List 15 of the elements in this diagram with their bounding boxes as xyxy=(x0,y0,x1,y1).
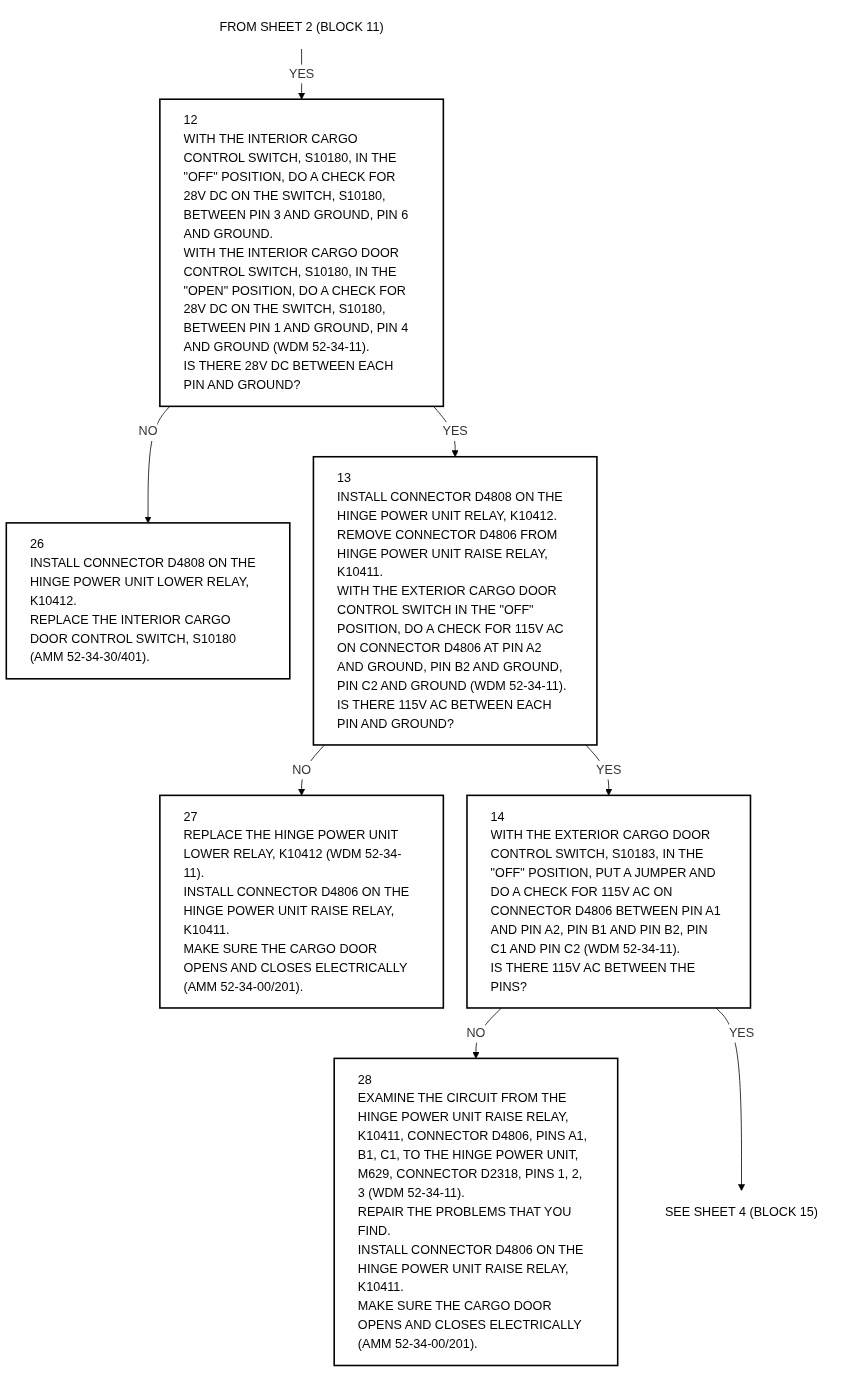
edge-label: YES xyxy=(596,763,622,777)
node-box: 27 REPLACE THE HINGE POWER UNIT LOWER RELAY, K10412 (WDM 52-34-11). INSTALL CONNECTOR D4806 ON THE HINGE POWER UNIT RAISE RELAY, K10411. MAKE SURE THE CARGO DOOR OPENS AND CLOSES ELECTRICALLY (AMM 52-34-00/201). xyxy=(159,794,445,1009)
node-box: 13 INSTALL CONNECTOR D4808 ON THE HINGE POWER UNIT RELAY, K10412. REMOVE CONNECTOR D4806 FROM HINGE POWER UNIT RAISE RELAY, K10411. WITH THE EXTERIOR CARGO DOOR CONTROL SWITCH IN THE "OFF" POSITION, DO A CHECK FOR 115V AC ON CONNECTOR D4806 AT PIN A2 AND GROUND, PIN B2 AND GROUND, PIN C2 AND GROUND (WDM 52-34-11). IS THERE 115V AC BETWEEN EACH PIN AND GROUND? xyxy=(312,455,598,746)
node-text: SEE SHEET 4 (BLOCK 15) xyxy=(664,1204,819,1219)
edge-label: NO xyxy=(138,424,158,438)
node-box: 12 WITH THE INTERIOR CARGO CONTROL SWITCH, S10180, IN THE "OFF" POSITION, DO A CHECK FOR 28V DC ON THE SWITCH, S10180, BETWEEN PIN 3 AND GROUND, PIN 6 AND GROUND. WITH THE INTERIOR CARGO DOOR CONTROL SWITCH, S10180, IN THE "OPEN" POSITION, DO A CHECK FOR 28V DC ON THE SWITCH, S10180, BETWEEN PIN 1 AND GROUND, PIN 4 AND GROUND (WDM 52-34-11). IS THERE 28V DC BETWEEN EACH PIN AND GROUND? xyxy=(159,98,445,408)
edge-label: NO xyxy=(292,763,312,777)
node-text: FROM SHEET 2 (BLOCK 11) xyxy=(219,20,384,34)
node-box: 26 INSTALL CONNECTOR D4808 ON THE HINGE POWER UNIT LOWER RELAY, K10412. REPLACE THE INTERIOR CARGO DOOR CONTROL SWITCH, S10180 (AMM 52-34-30/401). xyxy=(5,522,291,680)
edge-label: YES xyxy=(442,424,468,438)
edge-label: NO xyxy=(466,1026,486,1040)
node-box: 28 EXAMINE THE CIRCUIT FROM THE HINGE POWER UNIT RAISE RELAY, K10411, CONNECTOR D4806, PINS A1, B1, C1, TO THE HINGE POWER UNIT, M629, CONNECTOR D2318, PINS 1, 2, 3 (WDM 52-34-11). REPAIR THE PROBLEMS THAT YOU FIND. INSTALL CONNECTOR D4806 ON THE HINGE POWER UNIT RAISE RELAY, K10411. MAKE SURE THE CARGO DOOR OPENS AND CLOSES ELECTRICALLY (AMM 52-34-00/201). xyxy=(333,1057,619,1367)
edge-label: YES xyxy=(728,1026,755,1040)
node-box: 14 WITH THE EXTERIOR CARGO DOOR CONTROL SWITCH, S10183, IN THE "OFF" POSITION, PUT A JUMPER AND DO A CHECK FOR 115V AC ON CONNECTOR D4806 BETWEEN PIN A1 AND PIN A2, PIN B1 AND PIN B2, PIN C1 AND PIN C2 (WDM 52-34-11). IS THERE 115V AC BETWEEN THE PINS? xyxy=(466,794,752,1009)
edge-label: YES xyxy=(289,66,315,81)
